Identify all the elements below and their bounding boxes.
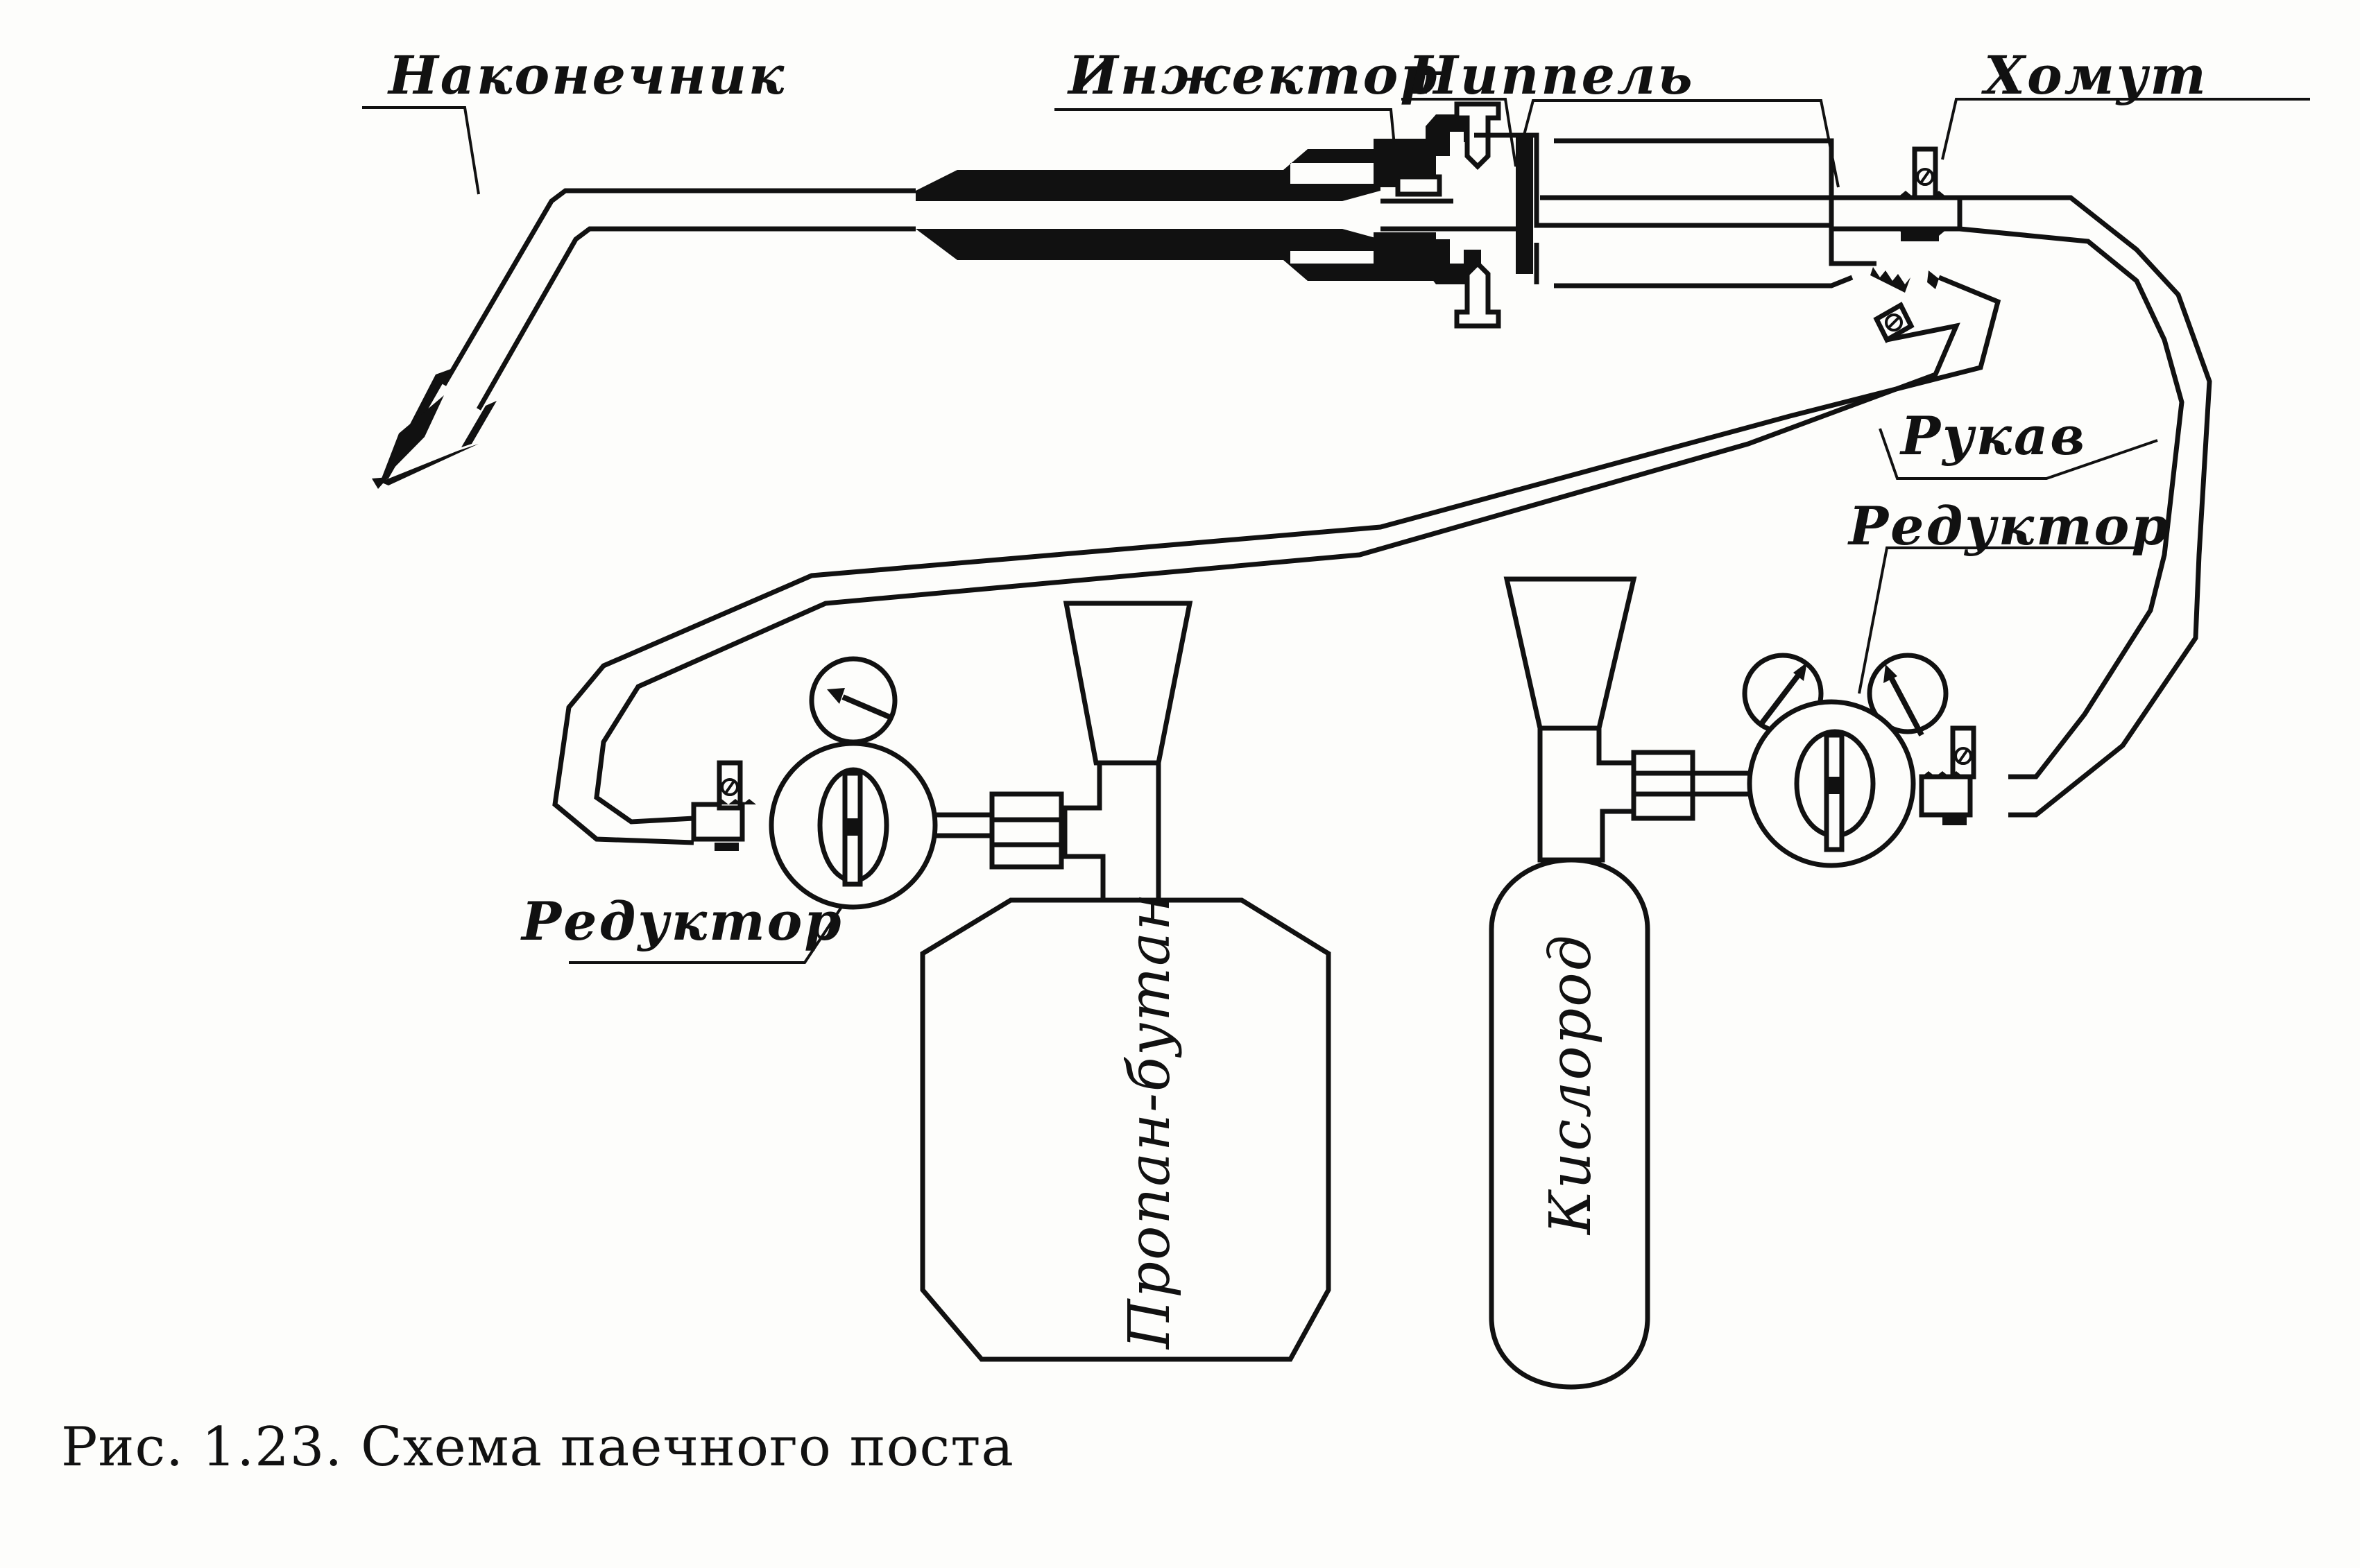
cylinder-oxygen: Кислород bbox=[1489, 576, 1695, 1390]
torch-tip bbox=[372, 188, 916, 489]
label-propane-text: Пропан-бутан bbox=[1117, 892, 1183, 1350]
injector-assembly bbox=[1374, 101, 1831, 329]
clamp-lower-torch bbox=[1870, 267, 1939, 343]
label-injector: Инжектор bbox=[1054, 44, 1439, 146]
leader-reducer-left bbox=[569, 904, 844, 964]
label-clamp-text: Хомут bbox=[1981, 44, 2208, 106]
label-clamp: Хомут bbox=[1941, 44, 2310, 160]
cylinder-propane: Пропан-бутан bbox=[920, 601, 1331, 1362]
pressure-gauge-propane bbox=[809, 656, 898, 745]
nipple bbox=[1554, 138, 1963, 288]
label-reducer-left-text: Редуктор bbox=[520, 890, 844, 952]
label-oxygen-text: Кислород bbox=[1538, 933, 1604, 1236]
leader-hose bbox=[1879, 428, 2158, 480]
reducer-oxygen: Редуктор bbox=[1686, 495, 2169, 868]
leader-injector bbox=[1054, 108, 1396, 146]
label-tip: Наконечник bbox=[362, 44, 786, 195]
torch-body bbox=[916, 149, 1380, 281]
leader-tip bbox=[362, 106, 480, 195]
label-nipple-text: Ниппель bbox=[1407, 44, 1695, 106]
hose-oxygen bbox=[1959, 195, 2212, 818]
leader-clamp bbox=[1941, 98, 2310, 160]
label-hose-text: Рукав bbox=[1899, 405, 2087, 467]
label-hose: Рукав bbox=[1879, 405, 2158, 480]
label-injector-text: Инжектор bbox=[1067, 44, 1439, 106]
label-nipple: Ниппель bbox=[1401, 44, 1840, 188]
valve-handle-bottom bbox=[1454, 260, 1501, 329]
figure-caption: Рис. 1.23. Схема паечного поста bbox=[61, 1416, 1014, 1479]
clamp-top bbox=[1912, 146, 1938, 200]
reducer-propane: Редуктор bbox=[520, 656, 992, 964]
label-tip-text: Наконечник bbox=[387, 44, 786, 106]
pressure-gauge-2 bbox=[1867, 653, 1949, 736]
hose-propane bbox=[552, 275, 2001, 845]
leader-reducer-right bbox=[1858, 546, 2137, 694]
